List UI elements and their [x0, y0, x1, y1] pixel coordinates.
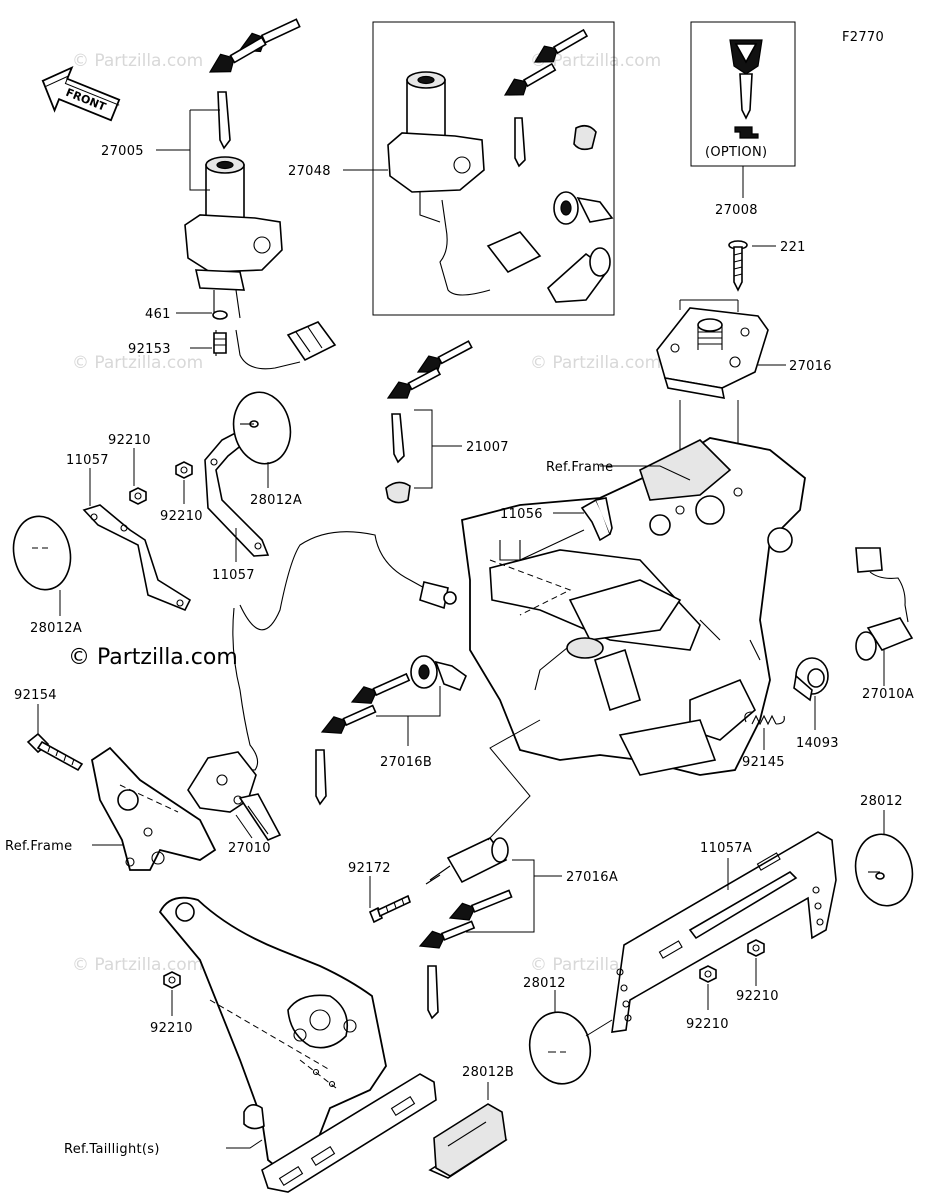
reflector-28012-b — [528, 1011, 592, 1085]
label-92210-e: 92210 — [150, 1021, 193, 1036]
label-28012B: 28012B — [462, 1065, 514, 1080]
label-92210-d: 92210 — [686, 1017, 729, 1032]
label-28012-b: 28012 — [523, 976, 566, 991]
bracket-11057-left — [82, 426, 270, 612]
label-27048: 27048 — [288, 164, 331, 179]
leader-27016A — [466, 859, 562, 933]
leader-27005 — [156, 109, 220, 191]
frame-center — [461, 437, 806, 776]
reflector-28012-a — [854, 833, 914, 907]
lock-27016A — [418, 836, 513, 1020]
leader-28012-b — [554, 990, 613, 1037]
leader-ref-frame-top — [600, 465, 691, 481]
label-27016A: 27016A — [566, 870, 618, 885]
watermark-text: © Partzilla.com — [530, 353, 661, 373]
label-28012A-a: 28012A — [30, 621, 82, 636]
ignition-switch-27005 — [184, 18, 337, 370]
label-461: 461 — [145, 307, 171, 322]
label-27008: 27008 — [715, 203, 758, 218]
reflector-28012A-a — [12, 515, 72, 591]
watermarks: © Partzilla.com © Partzilla.com © Partzi… — [68, 51, 661, 975]
leader-27016B — [376, 686, 441, 746]
hidden-line-frame — [489, 559, 572, 616]
screw-92172 — [368, 894, 411, 924]
label-11056: 11056 — [500, 507, 543, 522]
switch-27010A — [855, 547, 914, 661]
bracket-left-frame — [90, 746, 217, 871]
label-92210-b: 92210 — [160, 509, 203, 524]
watermark-text: © Partzilla.com — [72, 955, 203, 975]
leader-ref-taillight — [226, 1139, 263, 1149]
leader-27016A-frame — [487, 719, 541, 841]
label-27016: 27016 — [789, 359, 832, 374]
label-92153: 92153 — [128, 342, 171, 357]
label-27010A: 27010A — [862, 687, 914, 702]
spring-92145 — [744, 711, 785, 726]
leader-27016-frame — [679, 299, 739, 510]
watermark-text: © Partzilla.com — [530, 51, 661, 71]
label-ref-taillight: Ref.Taillight(s) — [64, 1142, 160, 1157]
reflector-28012A-b — [232, 391, 292, 465]
label-27005: 27005 — [101, 144, 144, 159]
clip-11056 — [580, 497, 613, 542]
label-ref-frame-top: Ref.Frame — [546, 460, 613, 475]
key-set-21007 — [385, 340, 473, 504]
label-92172: 92172 — [348, 861, 391, 876]
front-arrow: FRONT — [41, 65, 121, 122]
screw-221 — [728, 240, 748, 292]
cable-27010 — [187, 531, 457, 841]
label-92210-c: 92210 — [736, 989, 779, 1004]
reflector-28012B — [428, 1103, 508, 1179]
figure-code: F2770 — [842, 30, 884, 45]
ignition-set-box — [372, 21, 615, 316]
label-92145: 92145 — [742, 755, 785, 770]
label-92210-a: 92210 — [108, 433, 151, 448]
label-28012A-b: 28012A — [250, 493, 302, 508]
leader-11056 — [519, 512, 585, 561]
grommet-14093 — [793, 657, 829, 702]
hidden-line-fender — [209, 999, 337, 1089]
option-label: (OPTION) — [705, 145, 767, 160]
label-11057-b: 11057 — [212, 568, 255, 583]
leader-21007 — [414, 409, 462, 489]
label-221: 221 — [780, 240, 806, 255]
watermark-main: © Partzilla.com — [68, 645, 238, 670]
lock-27016B — [315, 655, 467, 806]
bolt-92154 — [26, 732, 84, 772]
bracket-11057A — [611, 831, 837, 1033]
rear-fender-bracket — [158, 896, 437, 1193]
label-14093: 14093 — [796, 736, 839, 751]
label-27016B: 27016B — [380, 755, 432, 770]
label-ref-frame-left: Ref.Frame — [5, 839, 72, 854]
seat-lock-27016 — [656, 307, 769, 399]
option-key-27008: (OPTION) — [705, 39, 767, 160]
label-92154: 92154 — [14, 688, 57, 703]
label-21007: 21007 — [466, 440, 509, 455]
label-28012-a: 28012 — [860, 794, 903, 809]
label-27010: 27010 — [228, 841, 271, 856]
watermark-text: © Partzilla.com — [72, 353, 203, 373]
label-11057A: 11057A — [700, 841, 752, 856]
label-11057-a: 11057 — [66, 453, 109, 468]
watermark-text: © Partzilla.com — [72, 51, 203, 71]
ignition-set-27048 — [387, 28, 614, 303]
leader-27010 — [235, 814, 253, 839]
